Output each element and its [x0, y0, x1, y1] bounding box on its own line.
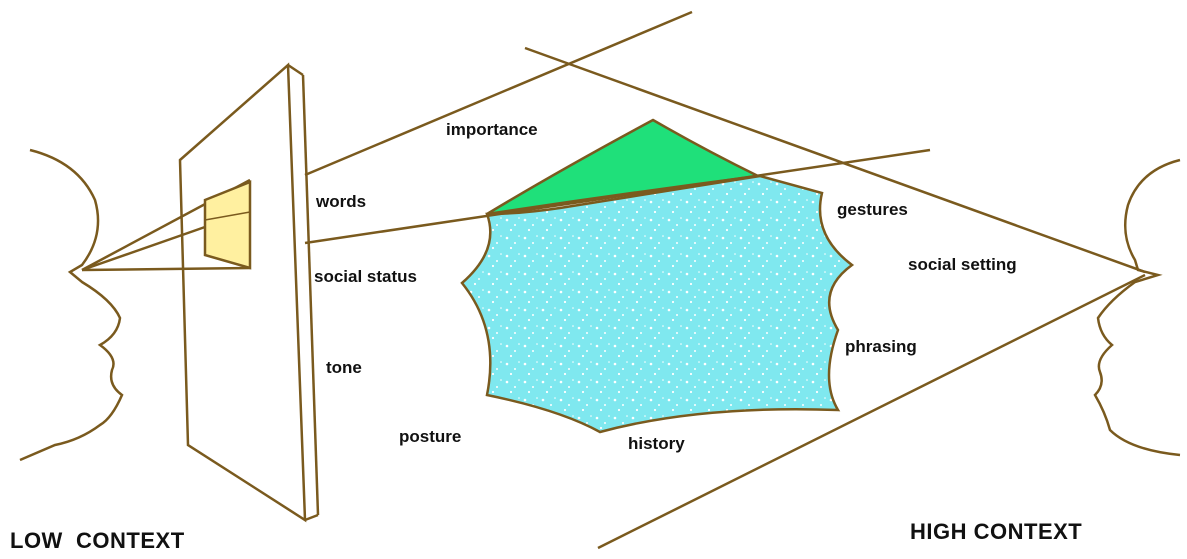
- low-context-window: [205, 182, 250, 268]
- label-history: history: [628, 434, 685, 454]
- low-context-face: [20, 150, 122, 460]
- label-phrasing: phrasing: [845, 337, 917, 357]
- label-high-context: HIGH CONTEXT: [910, 519, 1082, 545]
- label-social-status: social status: [314, 267, 417, 287]
- high-context-face: [1095, 160, 1180, 455]
- label-low-context: LOW CONTEXT: [10, 528, 185, 554]
- low-context-panel: [180, 65, 318, 520]
- label-words: words: [316, 192, 366, 212]
- context-shape-cyan: [462, 176, 852, 432]
- label-social-setting: social setting: [908, 255, 1017, 275]
- label-tone: tone: [326, 358, 362, 378]
- label-importance: importance: [446, 120, 538, 140]
- label-gestures: gestures: [837, 200, 908, 220]
- label-posture: posture: [399, 427, 461, 447]
